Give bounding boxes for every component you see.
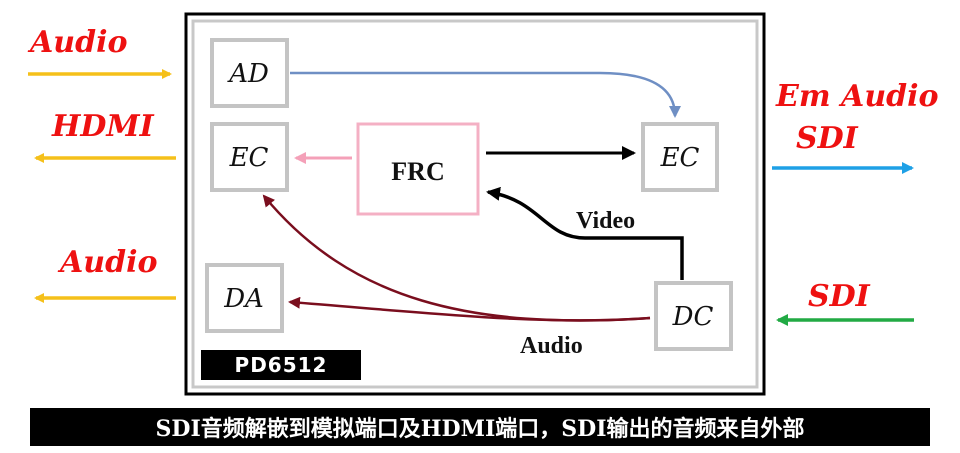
video-signal-label: Video <box>576 208 635 234</box>
dc-block <box>654 281 733 351</box>
frc-block <box>356 122 480 216</box>
frc-label: FRC <box>391 157 444 186</box>
dc-video-to-frc-arrow <box>486 186 684 280</box>
device-frame-inner <box>191 19 759 389</box>
ec-left-block <box>210 122 289 192</box>
ec-right-label: EC <box>660 143 700 173</box>
chip-model-badge: PD6512 <box>201 350 361 380</box>
dc-label: DC <box>672 302 714 332</box>
ec-left-label: EC <box>229 143 269 173</box>
audio-signal-label: Audio <box>520 333 583 359</box>
caption-text: SDI音频解嵌到模拟端口及HDMI端口，SDI输出的音频来自外部 <box>155 416 805 442</box>
ad-to-ec-arrow <box>290 71 681 118</box>
em-audio-label: Em Audio <box>775 79 939 114</box>
ad-label: AD <box>227 59 269 89</box>
da-block <box>205 263 284 333</box>
sdi-in-label: SDI <box>808 279 871 314</box>
da-label: DA <box>223 284 264 314</box>
audio-out-label: Audio <box>57 245 157 280</box>
dc-audio-to-da-arrow <box>288 296 651 322</box>
audio-in-label: Audio <box>27 25 127 60</box>
hdmi-out-label: HDMI <box>51 109 155 144</box>
ec-right-block <box>641 122 719 192</box>
ad-block <box>210 38 289 108</box>
sdi-out-label: SDI <box>796 121 859 156</box>
caption-bar: SDI音频解嵌到模拟端口及HDMI端口，SDI输出的音频来自外部 <box>30 408 930 446</box>
